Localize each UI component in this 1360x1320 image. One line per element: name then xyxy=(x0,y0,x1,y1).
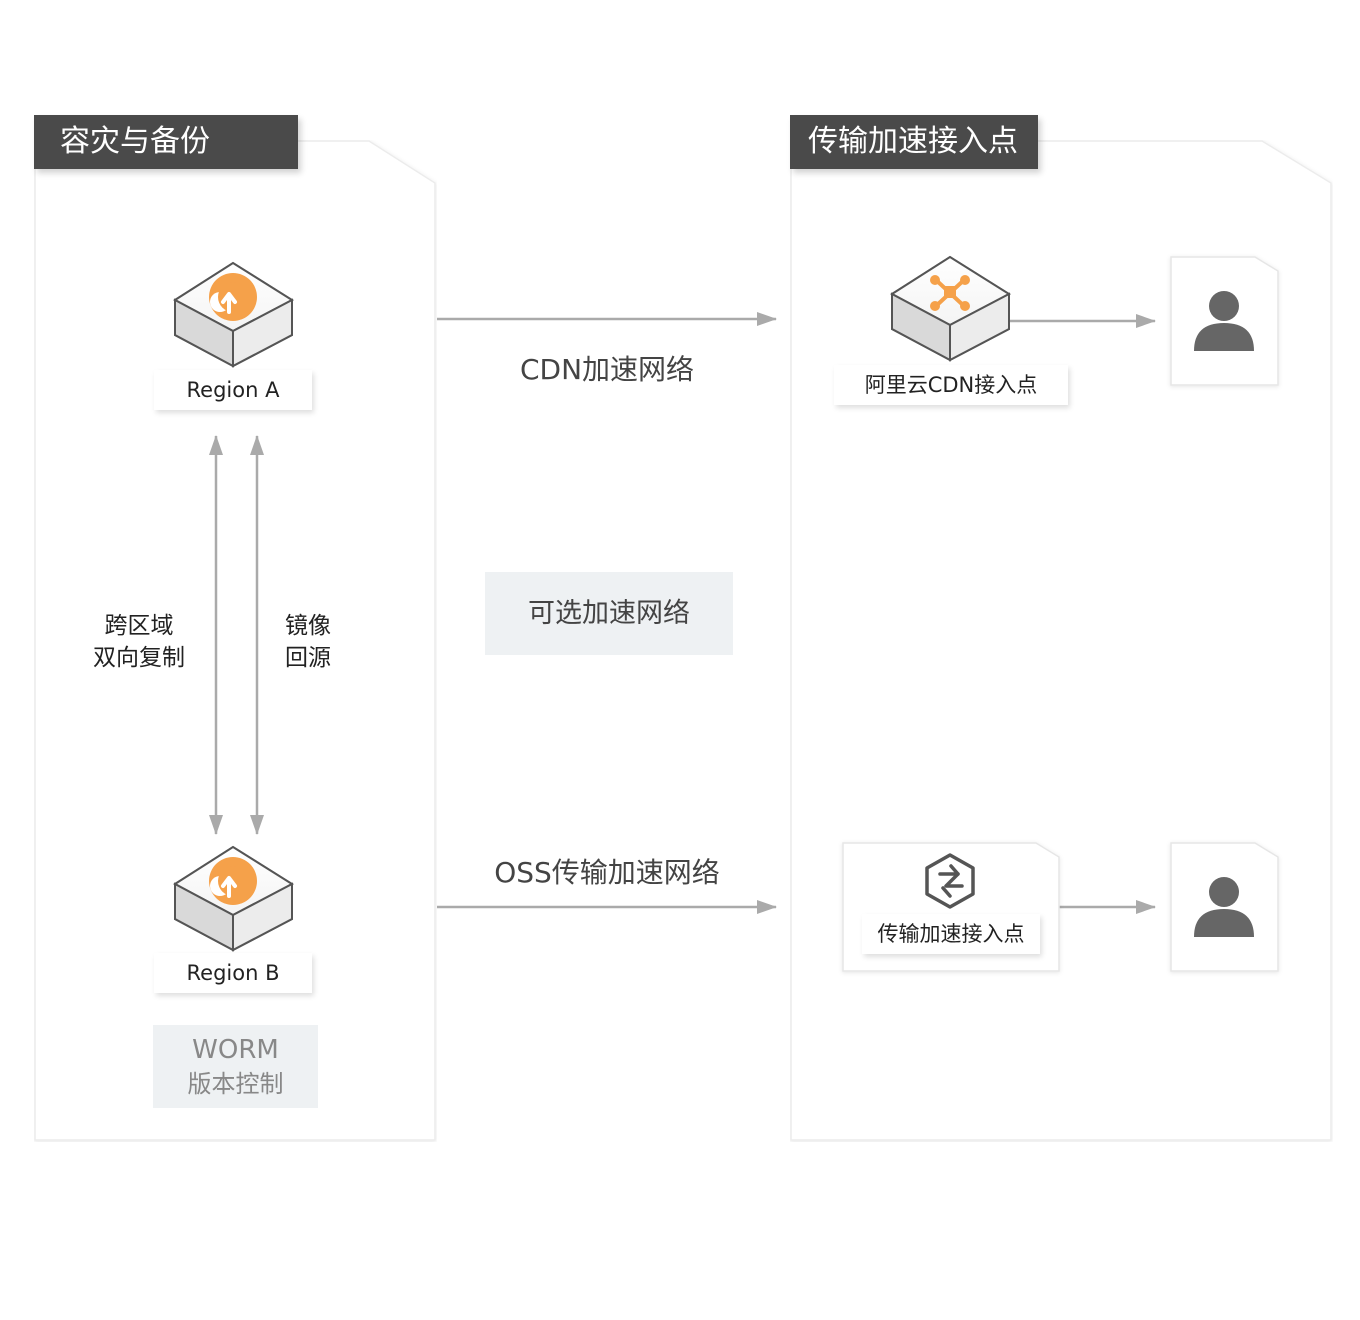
cross-region-replication-label: 跨区域 双向复制 xyxy=(84,610,194,674)
region-a-label: Region A xyxy=(154,370,312,410)
panel-title-acceleration: 传输加速接入点 xyxy=(790,115,1038,169)
user-icon xyxy=(1194,877,1254,937)
accel-endpoint-label: 传输加速接入点 xyxy=(862,914,1040,954)
optional-accel-network-label: 可选加速网络 xyxy=(528,598,690,629)
optional-accel-network-box: 可选加速网络 xyxy=(485,572,733,655)
cdn-network-label: CDN加速网络 xyxy=(519,353,695,386)
oss-icon xyxy=(209,857,257,905)
transfer-acceleration-icon xyxy=(925,853,975,909)
oss-accel-network-label: OSS传输加速网络 xyxy=(494,856,720,889)
worm-versioning-box: WORM 版本控制 xyxy=(153,1025,318,1108)
panel-title-disaster-recovery: 容灾与备份 xyxy=(34,115,298,169)
region-b-label: Region B xyxy=(154,953,312,993)
disaster-recovery-panel xyxy=(34,140,437,1142)
cdn-endpoint-label: 阿里云CDN接入点 xyxy=(834,365,1068,405)
user-icon xyxy=(1194,291,1254,351)
cdn-cube-icon xyxy=(890,255,1012,362)
versioning-label: 版本控制 xyxy=(187,1070,284,1098)
mirror-line1: 镜像 xyxy=(285,613,331,639)
oss-icon xyxy=(209,273,257,321)
user-card-bottom xyxy=(1170,842,1279,972)
cross-region-line2: 双向复制 xyxy=(93,645,185,671)
mirror-line2: 回源 xyxy=(285,645,331,671)
user-card-top xyxy=(1170,256,1279,386)
mirror-back-to-origin-label: 镜像 回源 xyxy=(268,610,348,674)
panel-background xyxy=(34,140,436,1141)
worm-label: WORM xyxy=(192,1035,279,1065)
cross-region-line1: 跨区域 xyxy=(104,613,174,639)
cdn-icon xyxy=(930,275,970,311)
